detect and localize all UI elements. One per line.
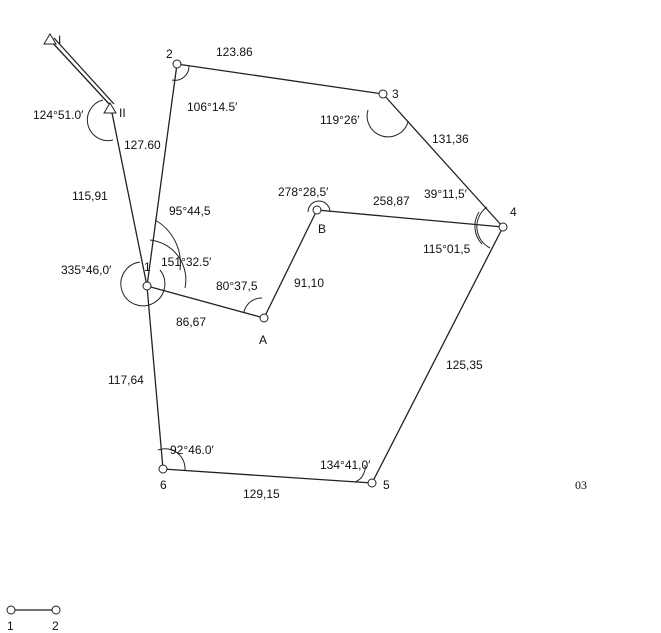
arc-1-top xyxy=(154,219,181,271)
point-2 xyxy=(172,59,182,69)
line-1-6 xyxy=(146,285,164,470)
line-1-2 xyxy=(146,63,178,287)
line-3-4 xyxy=(382,93,504,228)
angle-4-bottom: 115°01,5 xyxy=(423,242,471,256)
legend-point-right xyxy=(51,605,61,615)
angle-6: 92°46.0′ xyxy=(170,443,215,457)
label-1: 1 xyxy=(144,260,151,274)
point-5 xyxy=(367,478,377,488)
arc-4-left2 xyxy=(474,211,483,245)
angle-1-mid: 151°32.5′ xyxy=(161,255,212,269)
angle-B: 278°28,5′ xyxy=(278,185,329,199)
line-B-A xyxy=(263,209,318,319)
distance-left-1: 115,91 xyxy=(72,189,108,203)
distance-B-4: 258,87 xyxy=(373,194,410,208)
legend-point-left xyxy=(6,605,16,615)
distance-2-3: 123.86 xyxy=(216,45,253,59)
arc-II xyxy=(86,99,114,142)
label-6: 6 xyxy=(160,478,167,492)
distance-B-A: 91,10 xyxy=(294,276,324,290)
label-I: I xyxy=(58,33,61,47)
point-4 xyxy=(498,222,508,232)
arc-B xyxy=(307,200,331,213)
distance-6-5: 129,15 xyxy=(243,487,280,501)
line-B-4 xyxy=(316,209,504,228)
angle-4-top: 39°11,5′ xyxy=(424,187,468,201)
corner-label: 03 xyxy=(575,478,587,492)
arc-6 xyxy=(157,448,186,471)
line-6-5 xyxy=(162,468,373,484)
station-I-triangle xyxy=(43,33,57,45)
distance-5-4: 125,35 xyxy=(446,358,483,372)
label-A: A xyxy=(259,333,267,347)
line-I-II-a xyxy=(49,39,112,107)
label-2: 2 xyxy=(166,47,173,61)
line-5-4 xyxy=(371,226,504,484)
arc-5 xyxy=(354,464,366,483)
point-A xyxy=(259,313,269,323)
label-II: II xyxy=(119,106,126,120)
arc-2 xyxy=(171,65,190,81)
distance-II-1: 127.60 xyxy=(124,138,161,152)
point-6 xyxy=(158,464,168,474)
label-5: 5 xyxy=(383,478,390,492)
arc-1-mid xyxy=(149,239,187,289)
distance-3-4: 131,36 xyxy=(432,132,469,146)
line-II-1 xyxy=(110,107,148,287)
distance-1-6: 117,64 xyxy=(108,373,144,387)
distance-I-II-side: 124°51.0′ xyxy=(33,108,84,122)
label-B: B xyxy=(318,222,326,236)
point-3 xyxy=(378,89,388,99)
angle-5: 134°41,0′ xyxy=(320,458,371,472)
angle-2: 106°14.5′ xyxy=(187,100,238,114)
label-4: 4 xyxy=(510,205,517,219)
point-B xyxy=(312,205,322,215)
arc-3 xyxy=(366,109,409,138)
label-3: 3 xyxy=(392,87,399,101)
legend-label-right: 2 xyxy=(52,619,59,633)
arc-1-left xyxy=(120,261,166,307)
line-I-II-b xyxy=(53,37,115,105)
angle-A: 80°37,5 xyxy=(216,279,258,293)
point-1 xyxy=(142,281,152,291)
line-2-3 xyxy=(176,63,384,95)
station-II-triangle xyxy=(103,102,117,114)
line-1-A xyxy=(146,285,265,319)
legend-label-left: 1 xyxy=(7,619,14,633)
distance-1-A: 86,67 xyxy=(176,315,206,329)
angle-1-left: 335°46,0′ xyxy=(61,263,112,277)
arc-4-left xyxy=(476,206,491,249)
arc-A xyxy=(243,297,263,313)
angle-1-top: 95°44,5 xyxy=(169,204,211,218)
angle-3: 119°26′ xyxy=(320,113,360,127)
